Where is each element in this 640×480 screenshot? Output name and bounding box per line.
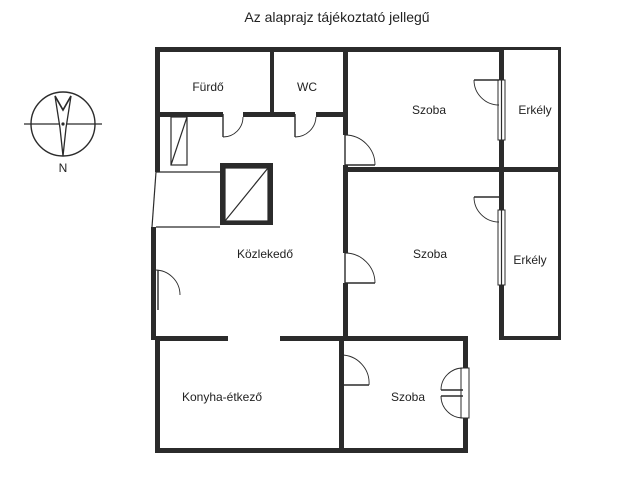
door-furdo — [222, 114, 244, 138]
room-label-wc: WC — [297, 80, 317, 94]
door-szoba-3 — [340, 354, 370, 386]
window-door-szoba-3 — [440, 367, 470, 419]
north-arrow-icon — [24, 91, 102, 157]
room-label-erkely-2: Erkély — [513, 253, 546, 267]
interior-walls — [155, 47, 561, 453]
stair-detail — [151, 116, 269, 228]
room-label-erkely-1: Erkély — [518, 103, 551, 117]
room-label-furdo: Fürdő — [192, 80, 224, 94]
room-label-szoba-3: Szoba — [391, 390, 425, 404]
door-entrance — [154, 269, 181, 310]
door-erkely-2 — [473, 196, 500, 223]
door-szoba-2 — [344, 252, 376, 284]
door-erkely-1 — [473, 79, 500, 106]
room-label-kozlekedo: Közlekedő — [237, 247, 293, 261]
room-label-konyha: Konyha-étkező — [182, 390, 262, 404]
room-label-szoba-1: Szoba — [412, 103, 446, 117]
windows — [497, 79, 506, 286]
door-szoba-1 — [344, 134, 376, 166]
room-label-szoba-2: Szoba — [413, 247, 447, 261]
plan-title: Az alaprajz tájékoztató jellegű — [244, 9, 429, 25]
door-wc — [294, 114, 317, 138]
compass-north-label: N — [59, 161, 68, 175]
